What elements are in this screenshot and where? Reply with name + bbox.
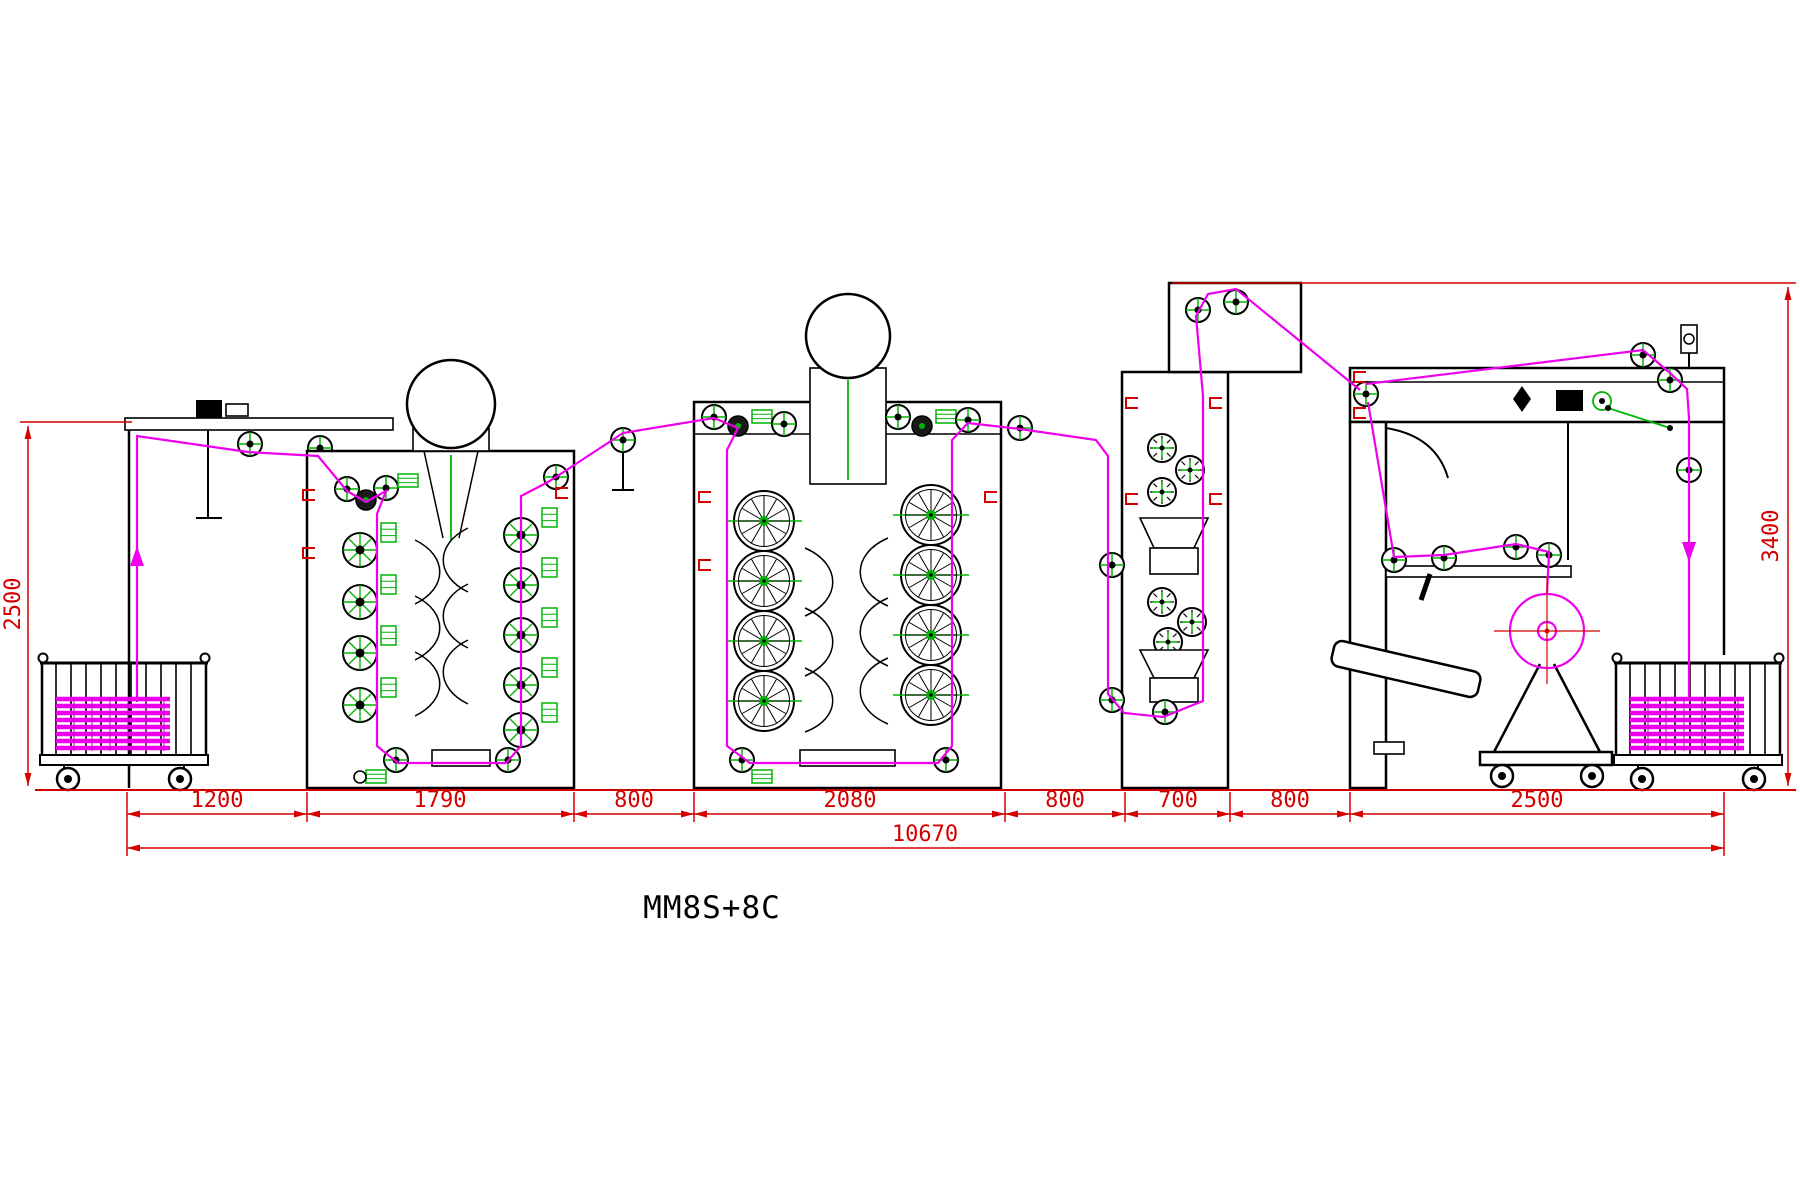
web-path	[130, 287, 1696, 765]
fabric-roll-stack-left	[56, 697, 170, 751]
winder-stand	[1478, 663, 1614, 789]
web-direction-arrow-down	[1682, 542, 1696, 562]
hydraulic-cylinder	[1330, 573, 1482, 755]
dim-segment-1-label: 1200	[191, 788, 244, 813]
intermediate-roller-stand	[610, 427, 636, 491]
right-height-label: 3400	[1759, 510, 1784, 563]
overall-dimension-label: 10670	[892, 822, 958, 847]
left-height-label: 2500	[1, 578, 26, 631]
steamer-chimney-fan	[405, 358, 497, 450]
dim-segment-8-label: 2500	[1511, 788, 1564, 813]
dim-segment-2-label: 1790	[414, 788, 467, 813]
dim-segment-4-label: 2080	[824, 788, 877, 813]
drive-box	[1556, 390, 1583, 411]
overhead-platform	[1167, 281, 1303, 374]
drawing-title: MM8S+8C	[643, 890, 781, 926]
steamer-machine	[305, 358, 576, 790]
dimension-layer	[20, 282, 1796, 856]
accumulator-shelf	[1381, 534, 1572, 578]
dim-segment-3-label: 800	[614, 788, 654, 813]
machine-layer	[37, 281, 1785, 792]
dial-gauge	[1147, 433, 1177, 463]
outfeed-frame	[1330, 324, 1726, 790]
dim-segment-7-label: 800	[1270, 788, 1310, 813]
labels: 1200 1790 800 2080 800 700 800 2500 1067…	[1, 510, 1784, 926]
web-direction-arrow-up	[130, 546, 144, 566]
drying-machine	[692, 292, 1033, 790]
dim-segment-6-label: 700	[1158, 788, 1198, 813]
dial-gauge	[1147, 587, 1177, 617]
fabric-roll-stack-right	[1630, 697, 1744, 751]
winder-roll	[1494, 578, 1600, 684]
control-cabinet	[1099, 370, 1230, 790]
motor	[1592, 391, 1612, 411]
beam-diamond-guide	[1513, 386, 1531, 412]
right-roll-trolley	[1611, 652, 1785, 792]
dial-gauge	[1177, 607, 1207, 637]
dim-segment-5-label: 800	[1045, 788, 1085, 813]
left-roll-trolley	[37, 652, 211, 792]
dial-gauge	[1175, 455, 1205, 485]
dryer-chimney-fan	[804, 292, 892, 380]
dial-gauge	[1147, 477, 1177, 507]
